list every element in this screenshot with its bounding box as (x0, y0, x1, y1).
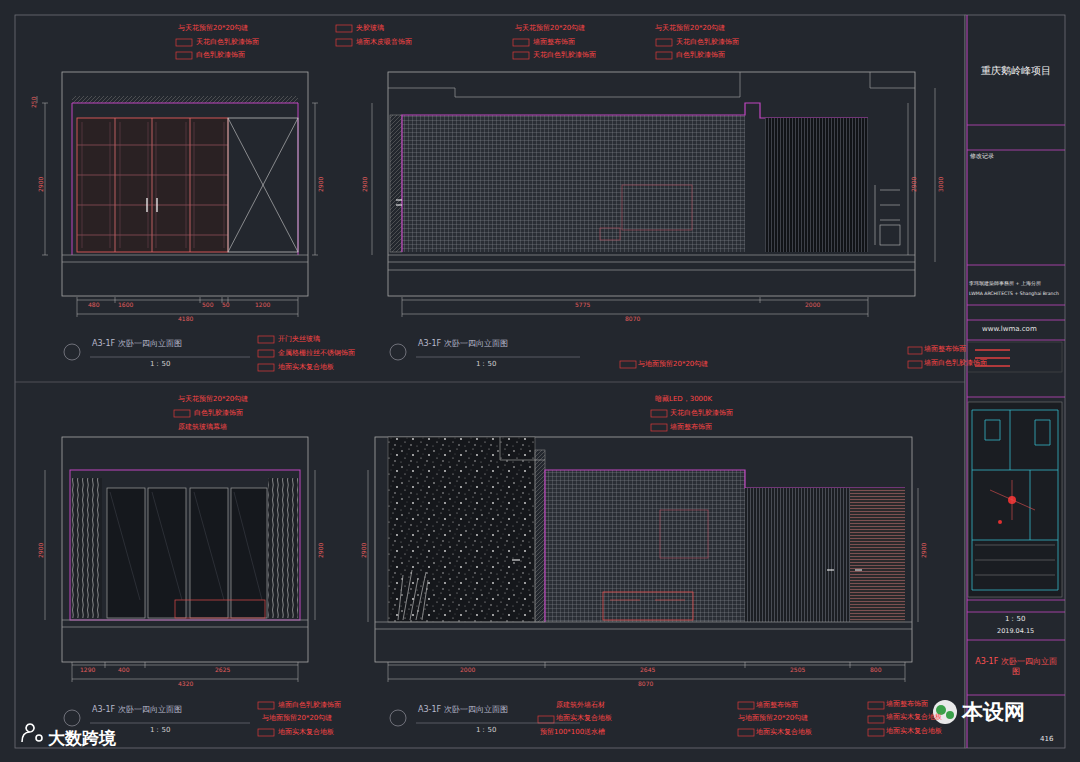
material-note: 与天花预留20*20勾缝 (515, 24, 585, 32)
dimension-value: 2900 (38, 177, 45, 192)
dimension-value: 500 (202, 302, 213, 309)
material-note: 天花白色乳胶漆饰面 (196, 38, 259, 46)
material-note: 与地面预留20*20勾缝 (738, 714, 808, 722)
dimension-value: 3000 (938, 177, 945, 192)
material-note: 预留100*100送水槽 (540, 728, 605, 736)
title-block-text: 李玮珉建築師事務所 + 上海分所 (969, 281, 1041, 286)
material-note: 地面实木复合地板 (886, 728, 942, 735)
dimension-value: 400 (118, 667, 129, 674)
scale-text: 1：50 (150, 360, 170, 368)
material-note: 地面实木复合地板 (756, 728, 812, 736)
title-block-text: 416 (1040, 735, 1053, 743)
title-block-text: 修改记录 (970, 153, 994, 160)
dimension-value: 1200 (255, 302, 270, 309)
material-note: 与地面预留20*20勾缝 (638, 360, 708, 368)
cell-text: A3-1F 次卧一四向立面图 (973, 657, 1059, 678)
material-note: 墙面整布饰面 (533, 38, 575, 46)
material-note: 墙面木皮吸音饰面 (356, 38, 412, 46)
material-note: 与天花预留20*20勾缝 (655, 24, 725, 32)
material-note: 天花白色乳胶漆饰面 (676, 38, 739, 46)
material-note: 墙面整布饰面 (886, 701, 928, 708)
dimension-value: 2900 (911, 177, 918, 192)
material-note: 白色乳胶漆饰面 (194, 409, 243, 417)
material-note: 白色乳胶漆饰面 (676, 51, 725, 59)
dimension-value: 480 (88, 302, 99, 309)
dimension-value: 8070 (638, 681, 653, 688)
material-note: 墙面整布饰面 (756, 701, 798, 709)
material-note: 金属格栅拉丝不锈钢饰面 (278, 349, 355, 357)
dimension-value: 2000 (805, 302, 820, 309)
dimension-value: 1600 (118, 302, 133, 309)
dimension-value: 50 (222, 302, 230, 309)
sheet-title-cell: A3-1F 次卧一四向立面图 (968, 644, 1064, 690)
dimension-value: 4320 (178, 681, 193, 688)
dimension-value: 2900 (318, 543, 325, 558)
material-note: 夹胶玻璃 (356, 24, 384, 32)
material-note: 墙面整布饰面 (670, 423, 712, 431)
material-note: 墙面白色乳胶漆饰面 (924, 360, 987, 367)
title-block-text: 1：50 (1005, 615, 1025, 623)
material-note: 原建筑外墙石材 (556, 701, 605, 709)
dimension-value: 800 (870, 667, 881, 674)
dimension-value: 2645 (640, 667, 655, 674)
dimension-value: 2900 (361, 543, 368, 558)
material-note: 墙面白色乳胶漆饰面 (278, 701, 341, 709)
material-note: 与天花预留20*20勾缝 (178, 395, 248, 403)
dimension-value: 4180 (178, 316, 193, 323)
scale-text: 1：50 (476, 360, 496, 368)
material-note: 地面实木复合地板 (556, 714, 612, 722)
watermark: 本设网 (962, 700, 1025, 724)
dimension-value: 2900 (38, 543, 45, 558)
watermark: 大数跨境 (48, 729, 116, 749)
material-note: 墙面整布饰面 (924, 346, 966, 353)
material-note: 墙面实木复合地板 (886, 714, 942, 721)
material-note: 天花白色乳胶漆饰面 (533, 51, 596, 59)
material-note: 开门夹丝玻璃 (278, 335, 320, 343)
title-block-text: LWMA ARCHITECTS + Shanghai Branch (969, 291, 1059, 296)
material-note: 天花白色乳胶漆饰面 (670, 409, 733, 417)
dimension-value: 250 (31, 97, 38, 108)
dimension-value: 5775 (575, 302, 590, 309)
dimension-value: 2900 (318, 177, 325, 192)
dimension-value: 2900 (362, 177, 369, 192)
view-title: A3-1F 次卧一四向立面图 (418, 339, 508, 348)
title-block-text: 2019.04.15 (997, 628, 1034, 635)
view-title: A3-1F 次卧一四向立面图 (92, 705, 182, 714)
dimension-value: 2900 (921, 543, 928, 558)
scale-text: 1：50 (150, 726, 170, 734)
dimension-value: 2000 (460, 667, 475, 674)
material-note: 暗藏LED，3000K (655, 395, 712, 403)
project-title-cell: 重庆鹅岭峰项目 (968, 40, 1064, 100)
material-note: 地面实木复合地板 (278, 363, 334, 371)
dimension-value: 2505 (790, 667, 805, 674)
scale-text: 1：50 (476, 726, 496, 734)
cell-text: 重庆鹅岭峰项目 (981, 64, 1051, 77)
material-note: 与地面预留20*20勾缝 (262, 714, 332, 722)
material-note: 地面实木复合地板 (278, 728, 334, 736)
dimension-value: 2625 (215, 667, 230, 674)
dimension-value: 1290 (80, 667, 95, 674)
title-block-text: www.lwma.com (982, 325, 1037, 333)
view-title: A3-1F 次卧一四向立面图 (92, 339, 182, 348)
material-note: 白色乳胶漆饰面 (196, 51, 245, 59)
material-note: 与天花预留20*20勾缝 (178, 24, 248, 32)
view-title: A3-1F 次卧一四向立面图 (418, 705, 508, 714)
material-note: 原建筑玻璃幕墙 (178, 423, 227, 431)
dimension-value: 8070 (625, 316, 640, 323)
